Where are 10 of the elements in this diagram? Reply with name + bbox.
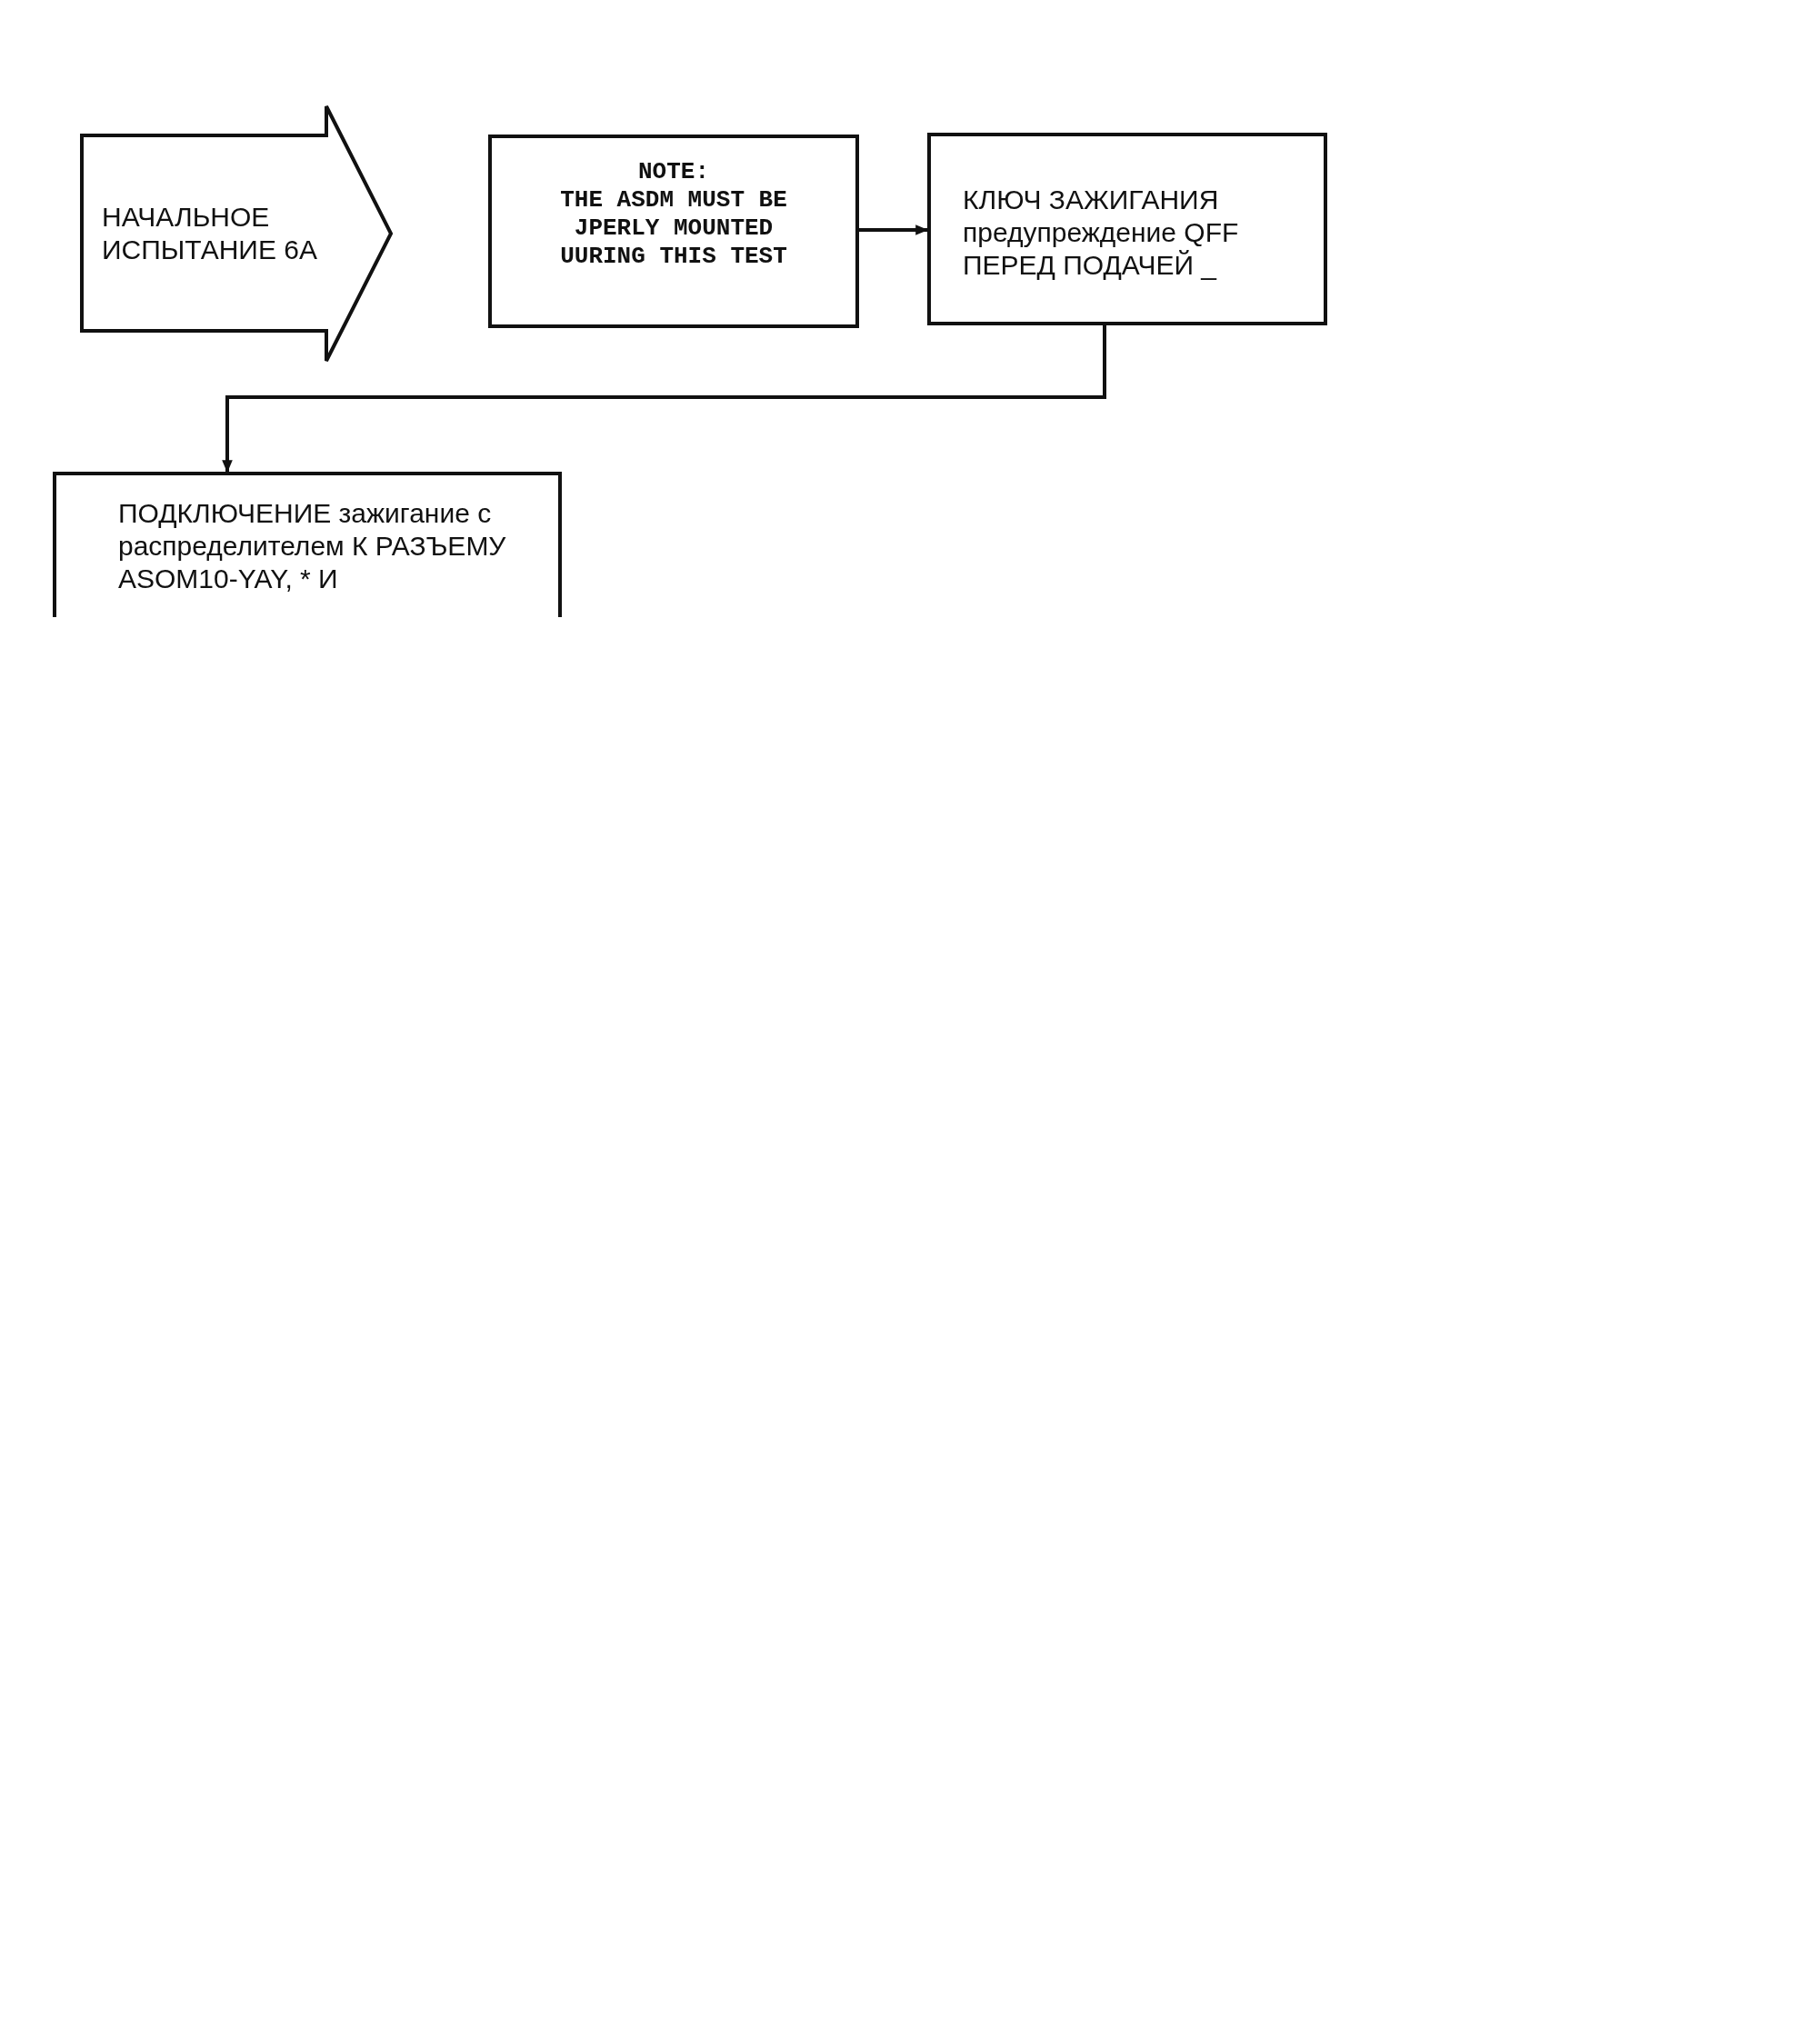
connector-arrow — [222, 325, 1106, 474]
step-text: КЛЮЧ ЗАЖИГАНИЯ предупреждение QFF ПЕРЕД ПОДАЧЕЙ _ — [963, 184, 1240, 282]
process-box — [53, 472, 562, 617]
note-heading: NOTE: — [638, 158, 709, 186]
note-box — [488, 135, 859, 328]
step-text: ПОДКЛЮЧЕНИЕ зажигание с распределителем К РАЗЪЕМУ ASOM10-YAY, * И — [118, 497, 507, 595]
connector-arrow — [859, 224, 929, 235]
note-text: THE ASDM MUST BE JPERLY MOUNTED UURING THIS TEST — [559, 186, 788, 271]
process-box — [927, 133, 1327, 325]
step-text: НАЧАЛЬНОЕ ИСПЫТАНИЕ 6A — [102, 201, 318, 266]
